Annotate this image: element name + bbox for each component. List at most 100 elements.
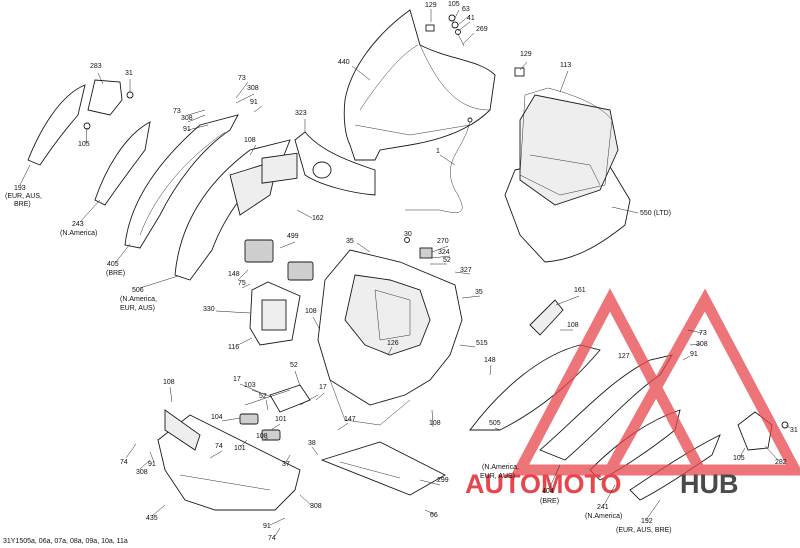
callout-label-73a: 73 [238, 75, 246, 82]
leader-line [682, 355, 691, 361]
callout-label-108a: 108 [244, 137, 256, 144]
callout-label-193n1: (EUR, AUS, [5, 193, 42, 200]
callout-label-161: 161 [574, 287, 586, 294]
leader-line [249, 144, 257, 156]
leader-line [559, 70, 569, 93]
leader-line [253, 105, 263, 113]
callout-label-74b: 74 [215, 443, 223, 450]
leader-line [85, 127, 88, 144]
callout-label-243: 243 [72, 221, 84, 228]
leader-line [235, 81, 249, 99]
cable-part-1 [405, 117, 473, 213]
callout-label-308d: 308 [136, 469, 148, 476]
leader-line [439, 154, 456, 166]
callout-label-31a: 31 [125, 70, 133, 77]
callout-label-35a: 35 [346, 238, 354, 245]
leader-line [785, 424, 791, 429]
callout-label-243n: (N.America) [60, 230, 97, 237]
leader-line [270, 423, 281, 431]
leader-line [269, 517, 286, 526]
bracket-part-330 [249, 281, 301, 346]
callout-label-299: 299 [437, 477, 449, 484]
leader-line [125, 443, 137, 459]
leader-line [274, 527, 281, 537]
leader-line [739, 447, 746, 458]
windshield-part-440 [343, 9, 496, 161]
leader-line [221, 417, 241, 422]
leader-line [489, 364, 492, 376]
callout-label-38: 38 [308, 440, 316, 447]
callout-label-105a: 105 [448, 1, 460, 8]
leader-line [115, 243, 131, 263]
leader-line [407, 239, 411, 243]
leader-line [459, 344, 476, 348]
callout-label-324: 324 [438, 249, 450, 256]
callout-label-41: 41 [467, 15, 475, 22]
skid-plate-part-299 [320, 441, 446, 496]
callout-label-506n2: EUR, AUS) [120, 305, 155, 312]
leader-line [239, 439, 248, 448]
callout-label-108f: 108 [256, 433, 268, 440]
callout-label-108d: 108 [163, 379, 175, 386]
leader-line [294, 370, 301, 387]
callout-label-75: 75 [238, 280, 246, 287]
callout-label-66: 66 [430, 512, 438, 519]
callout-label-404n: (BRE) [540, 498, 559, 505]
callout-label-162: 162 [312, 215, 324, 222]
watermark-triangle-right [600, 288, 800, 476]
leader-line [454, 271, 471, 275]
leader-line [187, 109, 206, 116]
front-frame-part-515 [317, 249, 463, 426]
deflector-part-323 [294, 131, 376, 196]
callout-label-129b: 129 [520, 51, 532, 58]
callout-label-308a: 308 [247, 85, 259, 92]
callout-label-405: 405 [107, 261, 119, 268]
callout-label-37: 37 [282, 461, 290, 468]
callout-label-103: 103 [244, 382, 256, 389]
callout-label-113: 113 [560, 62, 571, 69]
callout-label-327: 327 [460, 267, 472, 274]
leader-line [454, 9, 460, 19]
leader-line [764, 445, 779, 461]
callout-label-105b: 105 [78, 141, 90, 148]
leader-line [187, 114, 206, 123]
callout-label-550: 550 (LTD) [640, 210, 671, 217]
watermark-logo [510, 288, 800, 476]
leader-line [209, 450, 223, 459]
callout-label-104: 104 [211, 414, 223, 421]
callout-label-192: 192 [641, 518, 653, 525]
leader-line [431, 409, 434, 428]
diagram-code: 31Y1505a, 06a, 07a, 08a, 09a, 10a, 11a [3, 538, 128, 545]
callout-label-17a: 17 [233, 376, 241, 383]
callout-label-506n1: (N.America, [120, 296, 157, 303]
callout-label-108b: 108 [305, 308, 317, 315]
callout-label-148b: 148 [484, 357, 496, 364]
callout-label-101b: 101 [234, 445, 246, 452]
callout-label-505n1: (N.America, [482, 464, 519, 471]
bumper-part-435 [157, 409, 301, 511]
leader-line [419, 479, 441, 486]
callout-label-73b: 73 [173, 108, 181, 115]
callout-label-192n: (EUR, AUS, BRE) [616, 527, 672, 534]
leader-line [462, 32, 475, 45]
callout-label-506: 506 [132, 287, 144, 294]
leader-line [261, 437, 269, 442]
leader-line [79, 199, 101, 223]
callout-label-52b: 52 [290, 362, 298, 369]
callout-label-148a: 148 [228, 271, 240, 278]
callout-label-147: 147 [344, 416, 356, 423]
callout-label-270: 270 [437, 238, 449, 245]
leader-line [687, 329, 703, 334]
leader-line [237, 269, 249, 281]
callout-label-515: 515 [476, 340, 488, 347]
leader-line [215, 310, 251, 314]
leader-line [265, 399, 269, 411]
callout-label-440: 440 [338, 59, 350, 66]
callout-label-330: 330 [203, 306, 215, 313]
leader-line [351, 65, 371, 81]
leader-line [296, 209, 313, 219]
leader-lines [19, 9, 791, 537]
leader-line [457, 14, 471, 26]
callout-label-193n2: BRE) [14, 201, 31, 208]
callout-label-269: 269 [476, 26, 488, 33]
